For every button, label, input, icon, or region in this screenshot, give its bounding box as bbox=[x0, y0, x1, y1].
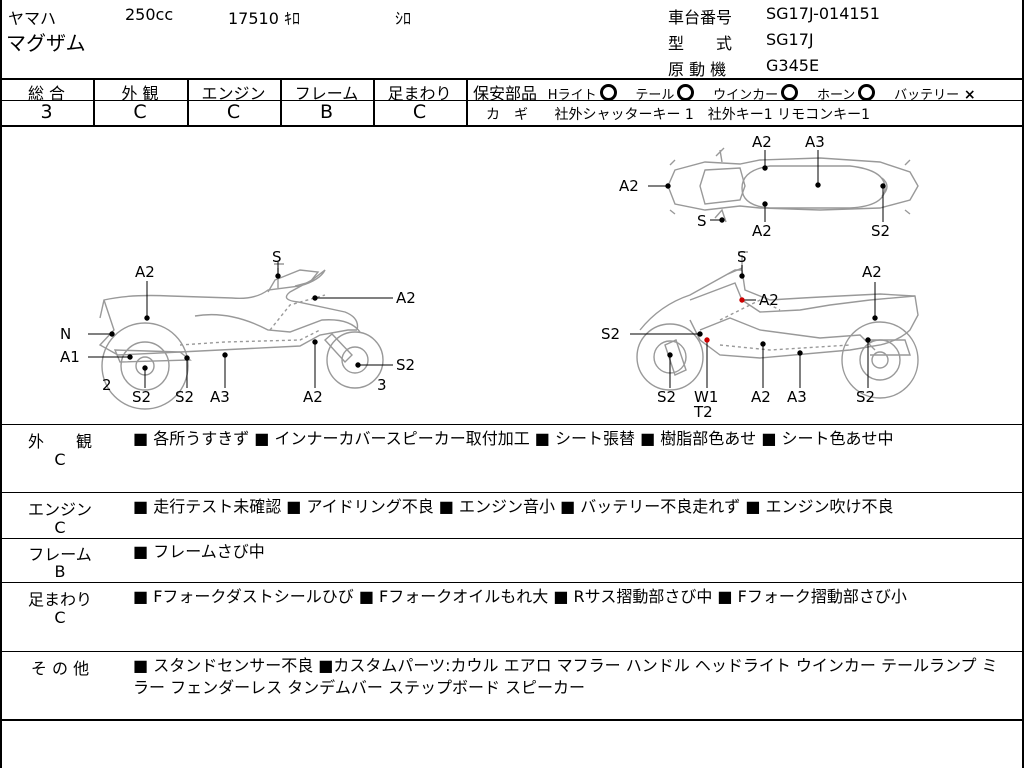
remark-sep bbox=[0, 492, 1024, 493]
type-label: 型 式 bbox=[668, 34, 733, 53]
safety-item-winker: ウインカー bbox=[713, 88, 779, 103]
grade-header-engine: エンジン bbox=[201, 84, 266, 103]
diagram-label: S bbox=[697, 212, 707, 230]
diagram-label: A3 bbox=[210, 388, 230, 406]
diagram-label: S2 bbox=[175, 388, 194, 406]
diagram-label: A3 bbox=[805, 133, 825, 151]
keys-row: カ ギ 社外シャッターキー 1 社外キー1 リモコンキー1 bbox=[486, 104, 870, 124]
engine-value: G345E bbox=[766, 56, 820, 75]
remark-bottom-line bbox=[0, 719, 1024, 721]
diagram-label: A2 bbox=[396, 289, 416, 307]
remark-sep bbox=[0, 538, 1024, 539]
grade-value-engine: C bbox=[226, 101, 241, 123]
diagram-label: T2 bbox=[693, 403, 713, 421]
diagram-label: S bbox=[737, 248, 747, 266]
diagram-label: 3 bbox=[377, 376, 387, 394]
grade-value-suspension: C bbox=[412, 101, 427, 123]
diagram-label: S bbox=[272, 248, 282, 266]
remark-grade-frame: B bbox=[54, 562, 66, 581]
safety-item-battery: バッテリー bbox=[894, 88, 960, 103]
grade-bottom-line bbox=[0, 125, 1024, 127]
diagram-label: S2 bbox=[871, 222, 890, 240]
displacement: 250cc bbox=[125, 5, 174, 24]
remark-label-frame: フレーム bbox=[28, 545, 92, 564]
remark-grade-suspension: C bbox=[54, 608, 66, 627]
diagram-label: S2 bbox=[396, 356, 415, 374]
grade-sep bbox=[93, 78, 95, 126]
model-name: マグザム bbox=[6, 31, 86, 55]
diagram-label: A1 bbox=[60, 348, 80, 366]
diagram-label: A2 bbox=[752, 222, 772, 240]
diagram-label: A2 bbox=[751, 388, 771, 406]
diagram-label: A2 bbox=[135, 263, 155, 281]
grade-sep bbox=[466, 78, 468, 126]
diagram-label: S2 bbox=[132, 388, 151, 406]
grade-sep bbox=[280, 78, 282, 126]
diagram-label: S2 bbox=[856, 388, 875, 406]
diagram-label: S2 bbox=[601, 325, 620, 343]
remark-sep bbox=[0, 651, 1024, 652]
remark-text-frame: ■ フレームさび中 bbox=[133, 542, 265, 561]
remark-label-engine: エンジン bbox=[27, 500, 92, 519]
diagram-label: A2 bbox=[619, 177, 639, 195]
diagram-label: A2 bbox=[752, 133, 772, 151]
remark-text-other: ■ スタンドセンサー不良 ■カスタムパーツ:カウル エアロ マフラー ハンドル … bbox=[133, 656, 998, 697]
grade-header-frame: フレーム bbox=[294, 84, 359, 103]
diagram-label: S2 bbox=[657, 388, 676, 406]
frame-right bbox=[1022, 0, 1024, 768]
remark-label-suspension: 足まわり bbox=[27, 590, 92, 609]
safety-item-horn: ホーン bbox=[816, 88, 856, 103]
diagram-label: A3 bbox=[787, 388, 807, 406]
type-value: SG17J bbox=[766, 30, 814, 49]
remark-label-other: そ の 他 bbox=[30, 659, 90, 678]
remark-sep bbox=[0, 582, 1024, 583]
scooter-right-side-icon bbox=[636, 251, 919, 399]
mileage: 17510 ｷﾛ bbox=[228, 9, 300, 28]
circle-mark-icon bbox=[677, 84, 695, 101]
remark-text-suspension: ■ Fフォークダストシールひび ■ Fフォークオイルもれ大 ■ Rサス摺動部さび… bbox=[133, 587, 907, 606]
keys-value: 社外シャッターキー 1 社外キー1 リモコンキー1 bbox=[554, 107, 871, 123]
keys-label: カ ギ bbox=[486, 107, 528, 123]
circle-mark-icon bbox=[858, 84, 876, 101]
remark-grade-exterior: C bbox=[54, 450, 66, 469]
grade-header-overall: 総 合 bbox=[27, 84, 66, 103]
scooter-left-side-icon bbox=[98, 263, 384, 410]
remark-grade-engine: C bbox=[54, 518, 66, 537]
grade-mid-line bbox=[0, 100, 1024, 101]
grade-sep bbox=[187, 78, 189, 126]
cross-mark-icon: × bbox=[963, 87, 976, 103]
circle-mark-icon bbox=[599, 84, 617, 101]
safety-label: 保安部品 bbox=[473, 84, 538, 103]
frame-no: SG17J-014151 bbox=[766, 4, 880, 23]
engine-label: 原 動 機 bbox=[668, 60, 727, 79]
diagram-label: 2 bbox=[102, 376, 112, 394]
diagram-label: A2 bbox=[862, 263, 882, 281]
diagram-label: A2 bbox=[303, 388, 323, 406]
grade-value-exterior: C bbox=[133, 101, 147, 123]
diagram-bottom-line bbox=[0, 424, 1024, 425]
grade-value-overall: 3 bbox=[40, 101, 53, 123]
diagram-label: A2 bbox=[759, 291, 779, 309]
grade-value-frame: B bbox=[319, 101, 334, 123]
safety-item-tail: テール bbox=[635, 88, 675, 103]
remark-text-exterior: ■ 各所うすきず ■ インナーカバースピーカー取付加工 ■ シート張替 ■ 樹脂… bbox=[133, 429, 894, 448]
frame-no-label: 車台番号 bbox=[668, 8, 733, 27]
grade-sep bbox=[373, 78, 375, 126]
diagram-label: W1 bbox=[694, 388, 718, 406]
diagram-label: N bbox=[60, 325, 71, 343]
grade-header-exterior: 外 観 bbox=[121, 84, 159, 103]
color: ｼﾛ bbox=[395, 9, 412, 28]
remark-text-engine: ■ 走行テスト未確認 ■ アイドリング不良 ■ エンジン音小 ■ バッテリー不良… bbox=[133, 497, 894, 516]
frame-left bbox=[0, 0, 2, 768]
grade-header-suspension: 足まわり bbox=[387, 84, 452, 103]
circle-mark-icon bbox=[781, 84, 799, 101]
safety-item-headlight: Hライト bbox=[547, 88, 597, 103]
remark-label-exterior: 外 観 bbox=[27, 432, 92, 451]
grade-top-line bbox=[0, 78, 1024, 80]
maker: ヤマハ bbox=[8, 9, 57, 28]
safety-row: 保安部品 Hライト テール ウインカー ホーン バッテリー × bbox=[473, 80, 976, 104]
scooter-diagram: A2 S A2 N A1 2 S2 S2 A3 A2 3 S2 S A2 A2 … bbox=[60, 133, 919, 421]
